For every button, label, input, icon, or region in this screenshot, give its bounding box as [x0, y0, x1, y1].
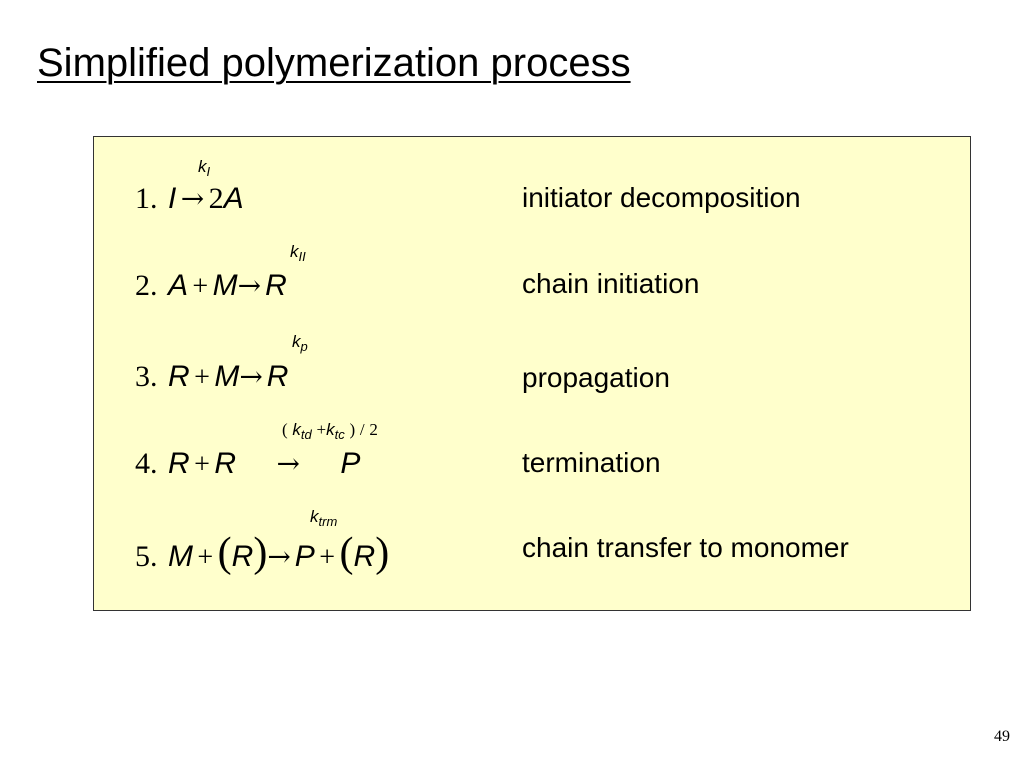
- reaction-equation-5: 5. M + (R)→P + (R): [135, 530, 390, 576]
- slide-title: Simplified polymerization process: [37, 41, 631, 85]
- rate-constant-2: kII: [290, 242, 306, 264]
- page-number: 49: [994, 728, 1010, 745]
- reaction-number: 1.: [135, 182, 158, 215]
- reaction-description-1: initiator decomposition: [522, 182, 801, 213]
- rate-constant-4: ( ktd +ktc ) / 2: [282, 420, 378, 442]
- rate-constant-3: kp: [292, 332, 308, 354]
- reaction-equation-2: 2. A + M→R: [135, 269, 287, 302]
- reaction-description-2: chain initiation: [522, 268, 700, 299]
- reaction-arrow: →: [180, 182, 205, 215]
- reaction-equation-1: 1. I → 2A: [135, 182, 244, 215]
- reaction-box: [93, 136, 971, 611]
- reaction-description-5: chain transfer to monomer: [522, 532, 849, 563]
- reaction-description-4: termination: [522, 447, 661, 478]
- reaction-equation-4: 4. R + R → P: [135, 447, 361, 480]
- reaction-equation-3: 3. R + M→R: [135, 360, 289, 393]
- rate-constant-5: ktrm: [310, 507, 338, 529]
- reaction-description-3: propagation: [522, 362, 670, 393]
- rate-constant-1: kI: [198, 157, 211, 179]
